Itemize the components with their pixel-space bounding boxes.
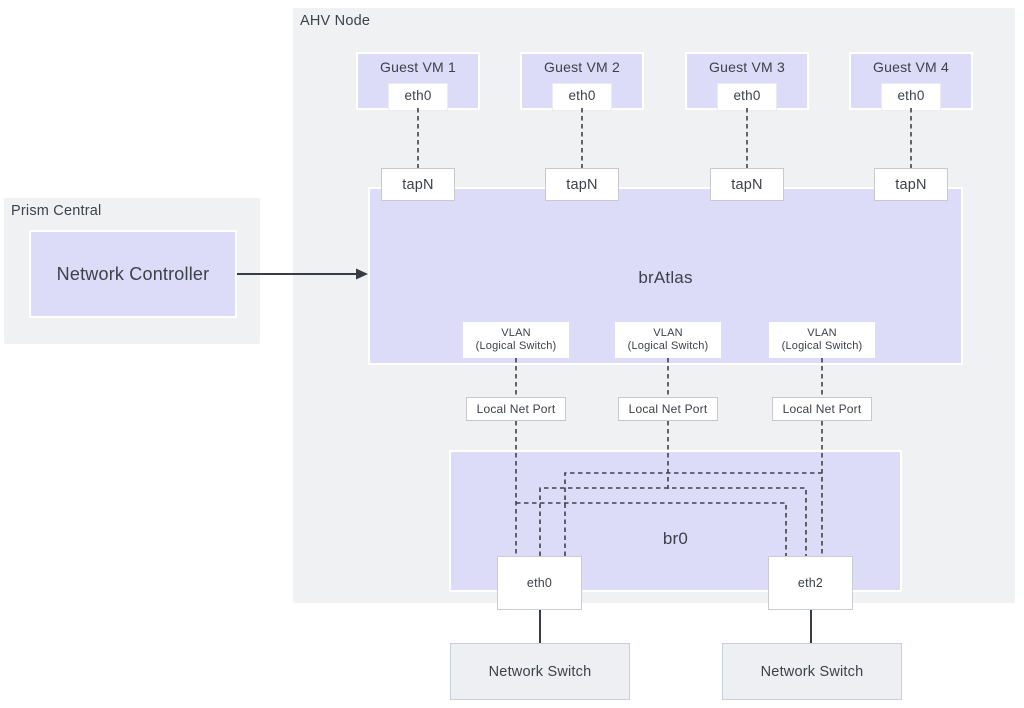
local-net-port-box: Local Net Port [466,397,566,421]
vlan-label-line2: (Logical Switch) [781,340,863,352]
vlan-label-line1: VLAN [807,327,837,339]
guest-vm-box: Guest VM 2 eth0 [520,52,644,111]
vlan-box: VLAN (Logical Switch) [769,322,875,358]
ahv-node-label: AHV Node [300,13,371,29]
vm-eth0-box: eth0 [881,83,941,111]
uplink-eth0-box: eth0 [497,556,582,610]
vlan-label-line2: (Logical Switch) [627,340,709,352]
prism-central-label: Prism Central [11,203,102,219]
bratlas-label: brAtlas [638,268,693,287]
tap-box: tapN [381,168,455,201]
tap-box: tapN [710,168,784,201]
network-controller-box: Network Controller [29,230,237,318]
br0-label: br0 [662,529,689,548]
guest-vm-box: Guest VM 4 eth0 [849,52,973,111]
guest-vm-label: Guest VM 2 [544,59,620,75]
vlan-label-line2: (Logical Switch) [475,340,557,352]
vm-eth0-box: eth0 [717,83,777,111]
network-controller-label: Network Controller [56,263,210,284]
uplink-eth2-box: eth2 [768,556,853,610]
guest-vm-label: Guest VM 3 [709,59,785,75]
tap-box: tapN [874,168,948,201]
local-net-port-box: Local Net Port [772,397,872,421]
vm-eth0-box: eth0 [388,83,448,111]
guest-vm-label: Guest VM 1 [380,59,456,75]
vlan-box: VLAN (Logical Switch) [463,322,569,358]
vlan-label-line1: VLAN [653,327,683,339]
network-switch-box: Network Switch [722,643,902,700]
vm-eth0-box: eth0 [552,83,612,111]
network-switch-box: Network Switch [450,643,630,700]
guest-vm-box: Guest VM 1 eth0 [356,52,480,111]
guest-vm-box: Guest VM 3 eth0 [685,52,809,111]
tap-box: tapN [545,168,619,201]
vlan-label-line1: VLAN [501,327,531,339]
vlan-box: VLAN (Logical Switch) [615,322,721,358]
guest-vm-label: Guest VM 4 [873,59,949,75]
local-net-port-box: Local Net Port [618,397,718,421]
